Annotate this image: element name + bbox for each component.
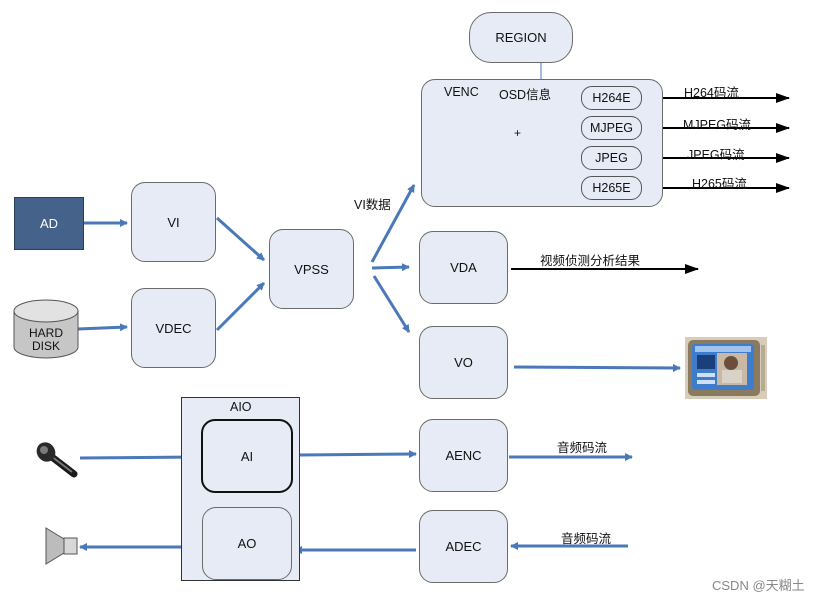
adec-stream-label: 音频码流 [561,532,612,546]
arrow-vpss-vda [371,263,410,272]
vdec-block: VDEC [131,288,216,368]
mjpeg-block: MJPEG [581,116,642,140]
osd-label: OSD信息 [499,88,552,102]
ao-block: AO [202,507,292,580]
arrow-mic-ai [79,453,199,462]
jpeg-stream-label: JPEG码流 [687,148,745,162]
vo-block: VO [419,326,508,399]
h265-stream-label: H265码流 [692,177,747,191]
h265e-block: H265E [581,176,642,200]
arrow-vi-vpss [216,216,265,262]
arrow-vpss-venc [370,184,416,263]
aenc-block: AENC [419,419,508,492]
arrow-vdec-vpss [215,281,266,332]
region-block: REGION [469,12,573,63]
venc-title: VENC [444,85,479,99]
vda-block: VDA [419,231,508,304]
arrow-disk-vdec [77,323,128,332]
hard-disk-icon: HARD DISK [13,298,79,360]
hard-disk-label: HARD DISK [28,326,63,353]
aenc-stream-label: 音频码流 [557,441,608,455]
vi-data-label: VI数据 [354,198,391,212]
jpeg-block: JPEG [581,146,642,170]
vda-result-label: 视频侦测分析结果 [540,254,641,268]
ai-block: AI [201,419,293,493]
watermark: CSDN @天糊土 [712,578,805,593]
arrow-ai-aenc [298,450,417,459]
arrow-vpss-vo [372,275,411,333]
h264-stream-label: H264码流 [684,86,739,100]
h264e-block: H264E [581,86,642,110]
arrow-vo-monitor [513,363,681,372]
microphone-icon [34,440,78,478]
tv-monitor-icon [685,337,767,399]
mix-plus-symbol: + [514,126,522,140]
adec-block: ADEC [419,510,508,583]
vpss-block: VPSS [269,229,354,309]
aio-title: AIO [230,400,252,414]
speaker-icon [44,526,78,566]
mjpeg-stream-label: MJPEG码流 [683,118,752,132]
ad-block: AD [14,197,84,250]
vi-block: VI [131,182,216,262]
